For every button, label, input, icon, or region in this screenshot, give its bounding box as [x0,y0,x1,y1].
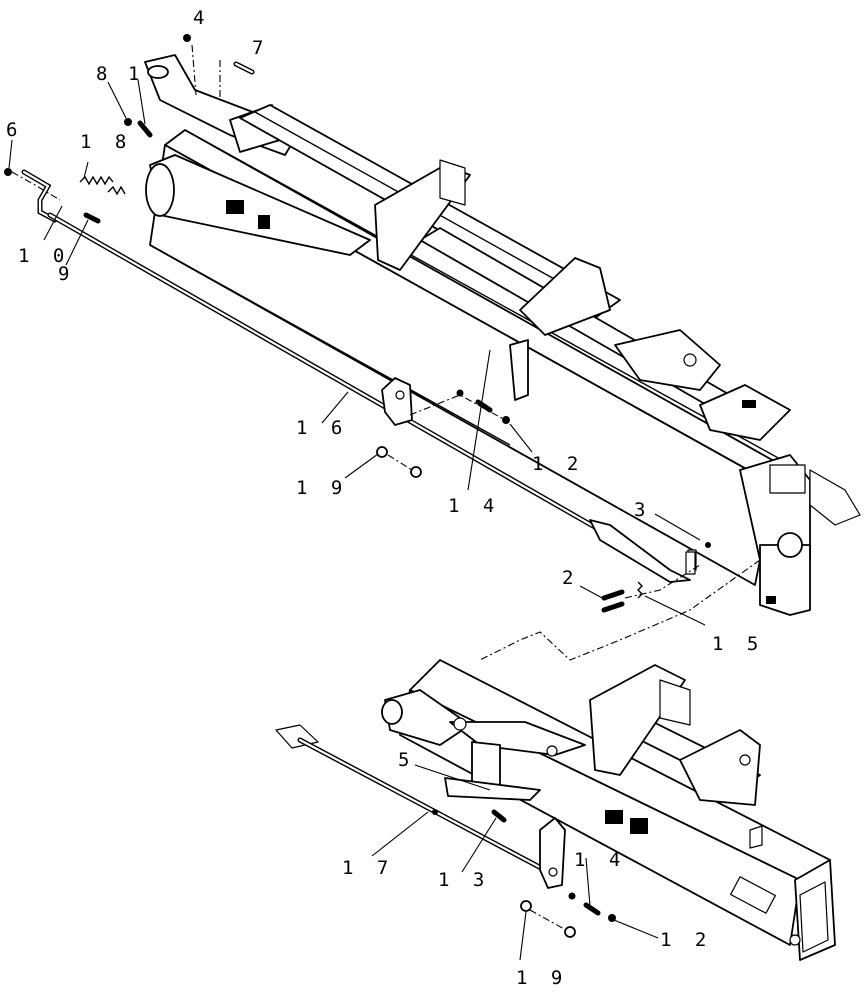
nut-12-top [502,416,510,424]
callout-1: 1 [128,63,145,85]
callout-12-bottom: 1 2 [660,929,712,951]
callout-19-top: 1 9 [296,477,348,499]
callout-14-top: 1 4 [448,495,500,517]
nut-6 [4,168,12,176]
callout-6: 6 [6,119,23,141]
callout-12-top: 1 2 [532,453,584,475]
lower-bracket-2 [679,729,761,806]
callout-4: 4 [193,7,210,29]
bushing-19-bottom-a [520,900,532,912]
callout-2: 2 [562,567,579,589]
callout-5: 5 [398,749,415,771]
upper-cylinder [145,154,371,256]
bushing-19-top-b [410,466,422,478]
spring-18 [79,175,126,196]
rod-16 [47,212,697,583]
decal-left [226,200,244,214]
pin-14-bottom [583,902,601,916]
leader-lines [8,79,706,961]
nut-3 [705,542,711,548]
handle-10 [21,169,58,223]
callout-19-bottom: 1 9 [516,967,568,989]
latch-16 [381,377,413,426]
nut-8 [124,118,132,126]
upper-hitch-arm [144,54,301,156]
washer-top [456,389,464,397]
washer-lower [568,892,576,900]
lower-pivot-plate [444,717,586,801]
pin-13 [491,809,507,823]
nut-17 [432,809,438,815]
lower-cylinder [381,689,471,746]
sleeve-15 [637,551,696,599]
decal-right [258,215,270,229]
callout-18: 1 8 [80,131,132,153]
bushing-19-bottom-b [564,926,576,938]
callout-14-bottom: 1 4 [574,849,626,871]
pin-1 [137,120,153,138]
decal-lower-2 [630,818,648,834]
callout-15: 1 5 [712,633,764,655]
upper-bracket-3 [614,329,721,391]
bolt-7 [233,61,255,75]
callout-17: 1 7 [342,857,394,879]
pin-14-top [475,399,493,413]
upper-assembly [4,34,861,661]
upper-end-post [739,454,861,616]
rod-17 [275,724,548,873]
upper-end-plate [699,384,791,441]
nut-4 [183,34,191,42]
callout-3: 3 [634,499,651,521]
callout-9: 9 [58,263,75,285]
callout-13: 1 3 [438,869,490,891]
callout-7: 7 [252,37,269,59]
latch-17 [539,817,566,889]
lower-bracket-1 [589,664,691,776]
callout-8: 8 [96,63,113,85]
lower-assembly [275,659,836,961]
callout-16: 1 6 [296,417,348,439]
decal-lower-1 [605,810,623,824]
lower-end-box [789,859,836,961]
lower-stop [749,825,763,849]
bolt-2 [601,589,625,613]
assembly-link-line [479,559,761,661]
callout-10: 1 0 [18,245,70,267]
pin-9 [83,212,101,224]
upper-bracket-1 [374,159,471,271]
callouts: 4 7 8 1 6 1 8 1 0 9 1 6 1 2 1 9 1 4 3 2 … [6,7,764,989]
upper-vertical-stop [509,339,529,401]
upper-bracket-2 [519,257,611,336]
bushing-19-top-a [376,446,388,458]
